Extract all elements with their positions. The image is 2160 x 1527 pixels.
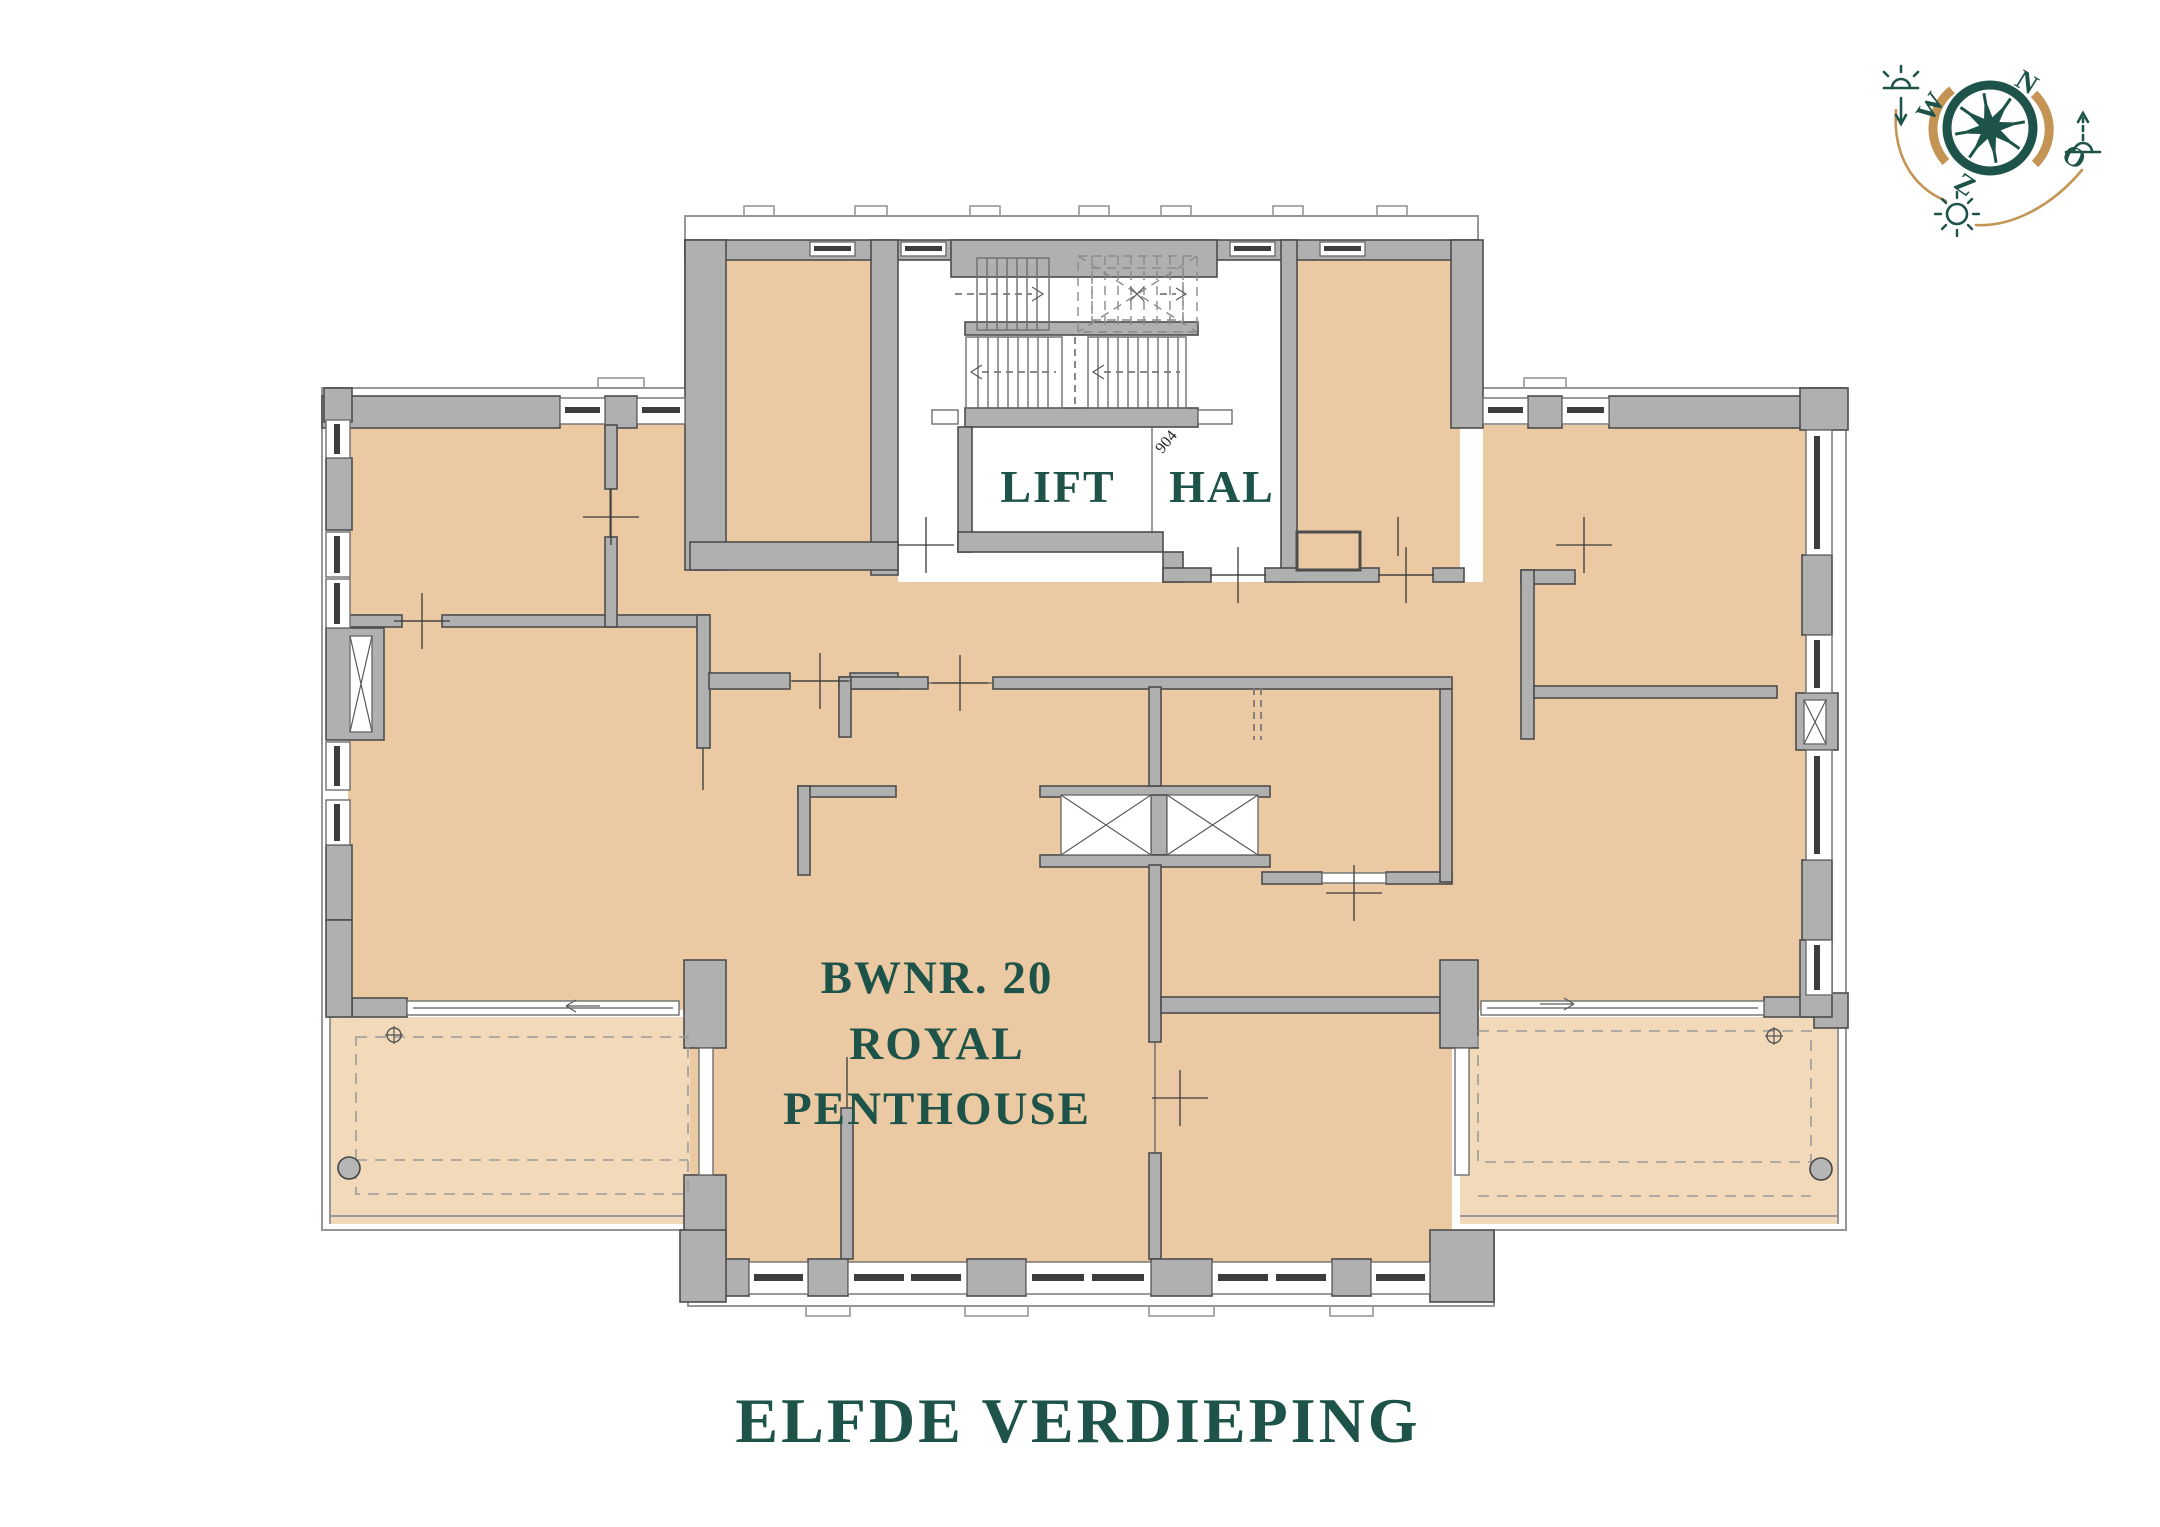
dimension-ticks bbox=[337, 489, 1833, 1181]
survey-point-icon bbox=[1765, 1027, 1783, 1045]
entry-arrow-icon bbox=[565, 999, 600, 1013]
sunrise-icon bbox=[2064, 110, 2102, 154]
entry-arrow-icon bbox=[1540, 997, 1575, 1011]
sunset-icon bbox=[1882, 64, 1920, 127]
compass-arc bbox=[1894, 108, 1948, 203]
tick-marks bbox=[394, 489, 1612, 1126]
survey-point-icon bbox=[385, 1026, 403, 1044]
lift-label: LIFT bbox=[1000, 461, 1115, 512]
windows bbox=[325, 241, 1833, 1295]
sun-icon bbox=[1933, 190, 1981, 238]
page-title: ELFDE VERDIEPING bbox=[735, 1385, 1420, 1456]
compass-arc bbox=[1974, 168, 2084, 227]
room-labels: LIFT HAL 904 BWNR. 20 ROYAL PENTHOUSE bbox=[783, 427, 1275, 1135]
terrace-areas bbox=[330, 1017, 1838, 1224]
compass-star bbox=[1954, 92, 2026, 164]
shafts bbox=[349, 530, 1827, 856]
unit-name-label-2: PENTHOUSE bbox=[783, 1083, 1091, 1135]
unit-number-label: BWNR. 20 bbox=[821, 952, 1054, 1004]
staircase bbox=[955, 255, 1198, 409]
compass-rose: N O Z W bbox=[1882, 64, 2102, 238]
hal-label: HAL bbox=[1169, 461, 1275, 512]
unit-name-label-1: ROYAL bbox=[849, 1018, 1024, 1070]
walls bbox=[321, 239, 1849, 1303]
